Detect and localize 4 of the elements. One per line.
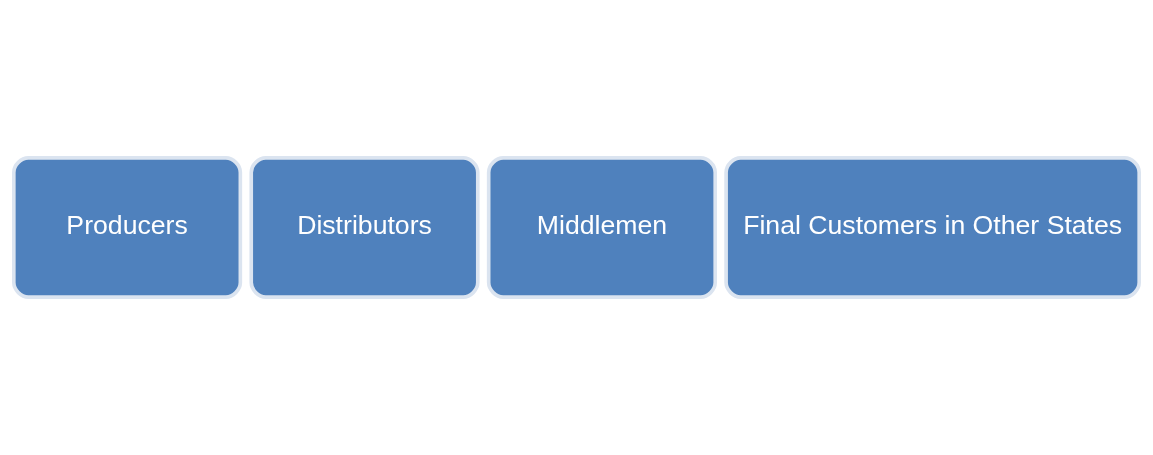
node-box: Middlemen	[486, 156, 717, 299]
node-box: Distributors	[249, 156, 480, 299]
node-box: Final Customers in Other States	[724, 156, 1141, 299]
node-box: Producers	[12, 156, 243, 299]
